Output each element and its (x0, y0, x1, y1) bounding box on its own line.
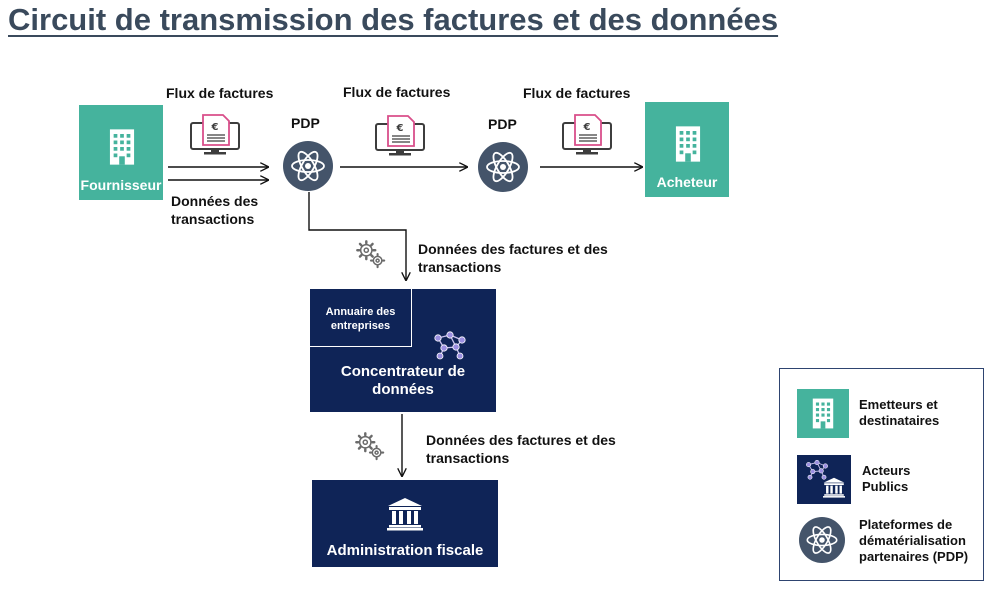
concentrateur-label: Concentrateur de données (340, 363, 466, 398)
donnees-factures-label-2: Données des factures et des transactions (426, 432, 616, 466)
atom-icon (799, 517, 845, 563)
legend-plateformes-label: Plateformes de dématérialisation partena… (859, 517, 969, 564)
pdp-node-2 (478, 142, 528, 192)
concentrateur-node: Annuaire des entreprises Concentrateur d… (310, 289, 496, 412)
legend-acteurs-label: Acteurs Publics (862, 463, 911, 494)
pdp-node-1 (283, 141, 333, 191)
building-icon (812, 397, 834, 430)
invoice-monitor-icon (374, 113, 426, 157)
pdp-label-1: PDP (291, 115, 320, 131)
atom-icon (478, 142, 528, 192)
legend-navy-swatch (797, 455, 851, 504)
donnees-transactions-label: Données des transactions (171, 193, 259, 227)
flux-label-2: Flux de factures (343, 84, 451, 100)
arrow-pdp1-concentrateur (308, 192, 406, 280)
administration-node: Administration fiscale (312, 480, 498, 567)
page-title: Circuit de transmission des factures et … (8, 2, 779, 37)
legend-pdp-swatch (799, 517, 845, 563)
building-icon (675, 124, 701, 164)
institution-icon (387, 497, 423, 531)
acheteur-node: Acheteur (645, 102, 729, 197)
atom-icon (283, 141, 333, 191)
administration-label: Administration fiscale (326, 542, 484, 559)
donnees-factures-label-1: Données des factures et des transactions (418, 241, 608, 275)
legend: Emetteurs et destinataires Acteurs Publi… (779, 368, 984, 581)
gears-icon (354, 430, 386, 462)
gears-icon (355, 238, 387, 270)
invoice-monitor-icon (189, 112, 241, 156)
building-icon (109, 127, 135, 167)
legend-emetteurs-label: Emetteurs et destinataires (859, 397, 940, 428)
institution-icon (823, 477, 845, 498)
pdp-label-2: PDP (488, 116, 517, 132)
invoice-monitor-icon (561, 112, 613, 156)
fournisseur-label: Fournisseur (80, 177, 162, 193)
flux-label-3: Flux de factures (523, 85, 631, 101)
flux-label-1: Flux de factures (166, 85, 274, 101)
legend-teal-swatch (797, 389, 849, 438)
fournisseur-node: Fournisseur (79, 105, 163, 200)
acheteur-label: Acheteur (656, 174, 718, 190)
annuaire-box: Annuaire des entreprises (310, 289, 412, 347)
network-icon (430, 330, 470, 360)
